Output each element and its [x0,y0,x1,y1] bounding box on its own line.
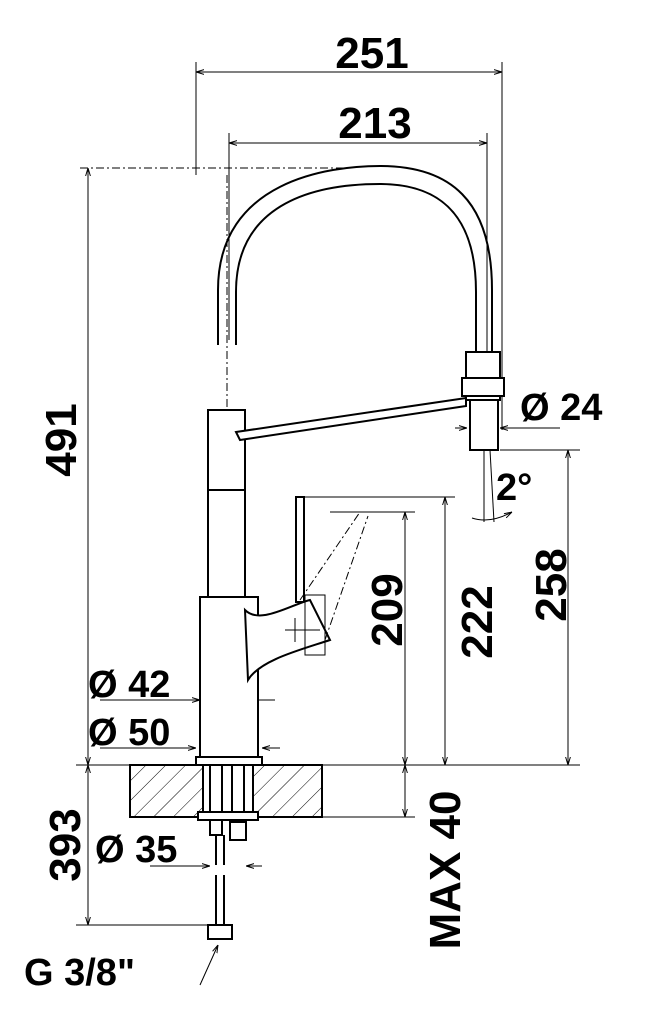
dim-base-diameter: Ø 50 [88,712,170,754]
dim-connection-thread: G 3/8" [24,952,135,994]
dim-overall-width: 251 [335,29,408,78]
mounting-deck [129,764,323,940]
dim-spray-head-diameter: Ø 24 [520,387,602,429]
dimension-lines [88,72,568,986]
faucet [195,164,505,766]
dim-mounting-hole: Ø 35 [95,829,177,871]
dim-lever-height-high: 222 [453,585,502,658]
dim-lever-height-low: 209 [363,573,412,646]
dim-spray-outlet-height: 258 [527,548,576,621]
dim-deck-thickness: MAX 40 [421,791,470,950]
dim-overall-height: 491 [37,403,86,476]
dim-under-deck-length: 393 [41,808,90,881]
dim-spray-angle: 2° [496,467,532,509]
dim-spout-reach: 213 [338,99,411,148]
dim-body-diameter: Ø 42 [88,664,170,706]
